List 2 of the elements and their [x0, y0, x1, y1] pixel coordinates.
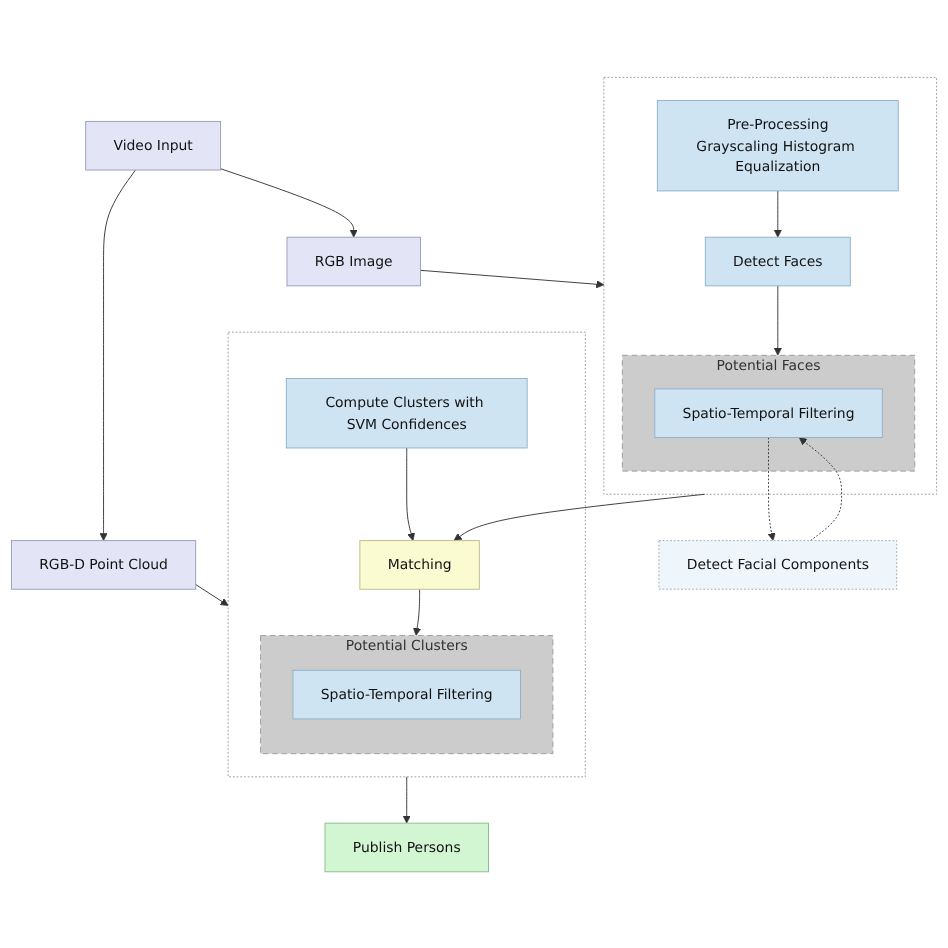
cluster [227, 331, 586, 777]
cluster [603, 76, 938, 495]
